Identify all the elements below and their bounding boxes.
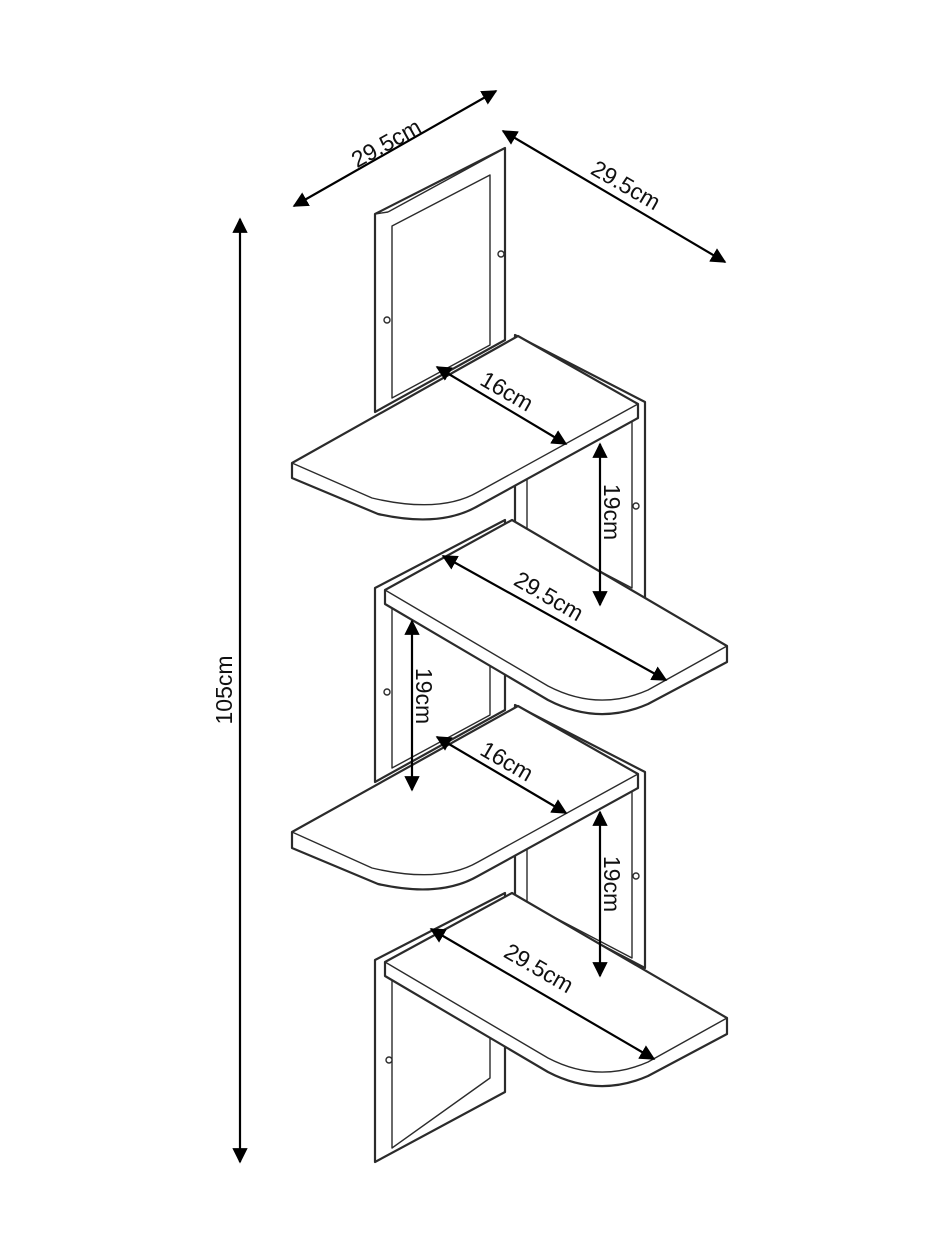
dimension-label-top-left: 29.5cm <box>347 113 426 172</box>
shelf-1 <box>290 334 640 521</box>
screw-hole-icon <box>632 872 640 880</box>
dimension-arrow-shelf1-depth <box>435 366 568 445</box>
screw-hole-icon <box>632 502 640 510</box>
dimension-arrow-shelf2-width <box>441 555 668 681</box>
screw-hole-icon <box>385 1056 393 1064</box>
dimension-label-shelf2-gap: 19cm <box>411 668 437 724</box>
dimension-label-shelf1-gap: 19cm <box>599 484 625 540</box>
dimension-arrow-shelf3-depth <box>435 736 568 814</box>
shelf-3 <box>290 704 640 891</box>
dimension-label-total-height: 105cm <box>211 655 237 724</box>
screw-hole-icon <box>383 316 391 324</box>
dimension-arrow-shelf4-width <box>429 928 656 1060</box>
screw-hole-icon <box>383 688 391 696</box>
dimension-label-top-right: 29.5cm <box>587 155 665 215</box>
dimension-label-shelf3-gap: 19cm <box>599 856 625 912</box>
dimension-arrow-top-right <box>501 130 727 263</box>
dimension-arrow-top-left <box>292 90 498 207</box>
screw-hole-icon <box>497 250 505 258</box>
